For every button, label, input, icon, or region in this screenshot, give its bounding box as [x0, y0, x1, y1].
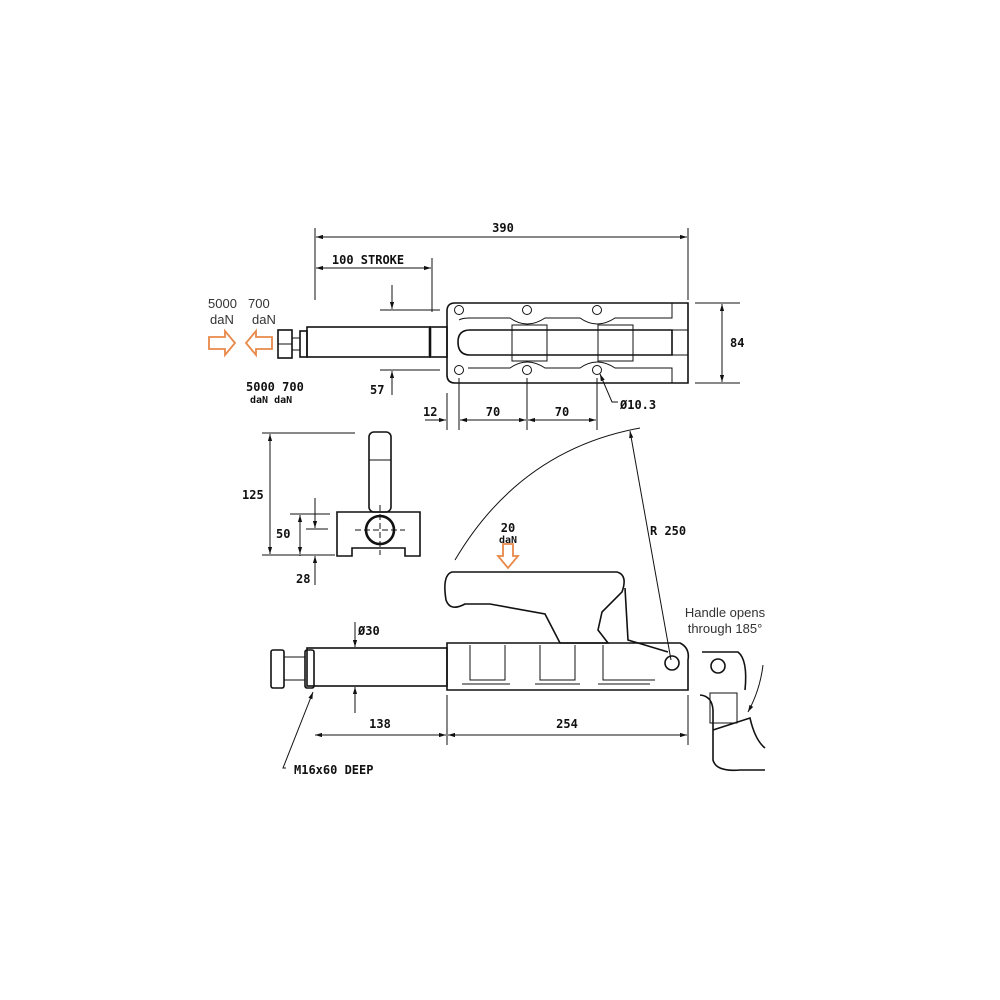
nut [299, 330, 308, 358]
clamp-body-side [446, 642, 690, 691]
dimension-254: 254 [556, 717, 578, 731]
down-arrow-icon [496, 543, 520, 570]
dimension-138: 138 [369, 717, 391, 731]
push-force-value: 5000 [208, 296, 237, 311]
nut [270, 649, 285, 689]
thread-note: M16x60 DEEP [294, 763, 373, 777]
pivot-pin [664, 655, 680, 671]
nut [304, 649, 315, 689]
plunger-rod [306, 647, 448, 687]
mounting-holes [454, 305, 602, 375]
handle-end [368, 431, 392, 513]
dimension-57: 57 [370, 383, 384, 397]
clamp-body [446, 302, 689, 384]
pull-arrow-icon [244, 328, 273, 358]
handle-note-line1: Handle opens [685, 605, 766, 620]
dimension-390: 390 [492, 221, 514, 235]
handle-force-value: 20 [501, 521, 515, 535]
hole-diameter: Ø10.3 [619, 398, 656, 412]
end-view: 125 50 28 [242, 431, 421, 586]
dimension-12: 12 [423, 405, 437, 419]
open-handle-detail [699, 651, 766, 772]
dimension-28: 28 [296, 572, 310, 586]
pull-force-unit: daN [252, 312, 276, 327]
slide [457, 329, 673, 356]
rod-diameter: Ø30 [357, 624, 380, 638]
dimension-125: 125 [242, 488, 264, 502]
handle-note-line2: through 185° [688, 621, 763, 636]
rod-section [364, 514, 396, 546]
side-view: R 250 20 daN Ø30 138 254 M16x60 DEEP Han… [270, 427, 766, 777]
top-view: 390 100 STROKE 5000 daN 700 daN [208, 221, 744, 430]
push-arrow-icon [208, 328, 237, 358]
end-body [336, 511, 421, 557]
radius-250: R 250 [650, 524, 686, 538]
pull-force-value: 700 [248, 296, 270, 311]
dimension-70: 70 [555, 405, 569, 419]
handle-lever [444, 571, 625, 644]
dimension-50: 50 [276, 527, 290, 541]
handle-force-unit: daN [499, 535, 517, 546]
dimension-stroke: 100 STROKE [332, 253, 404, 267]
dimension-84: 84 [730, 336, 744, 350]
push-force-unit: daN [210, 312, 234, 327]
force-label-bold: 5000 700 [246, 380, 304, 394]
plunger-rod [306, 326, 431, 358]
dimension-70: 70 [486, 405, 500, 419]
force-unit-bold: daN daN [250, 395, 292, 406]
handle-swing-arc [454, 427, 641, 561]
